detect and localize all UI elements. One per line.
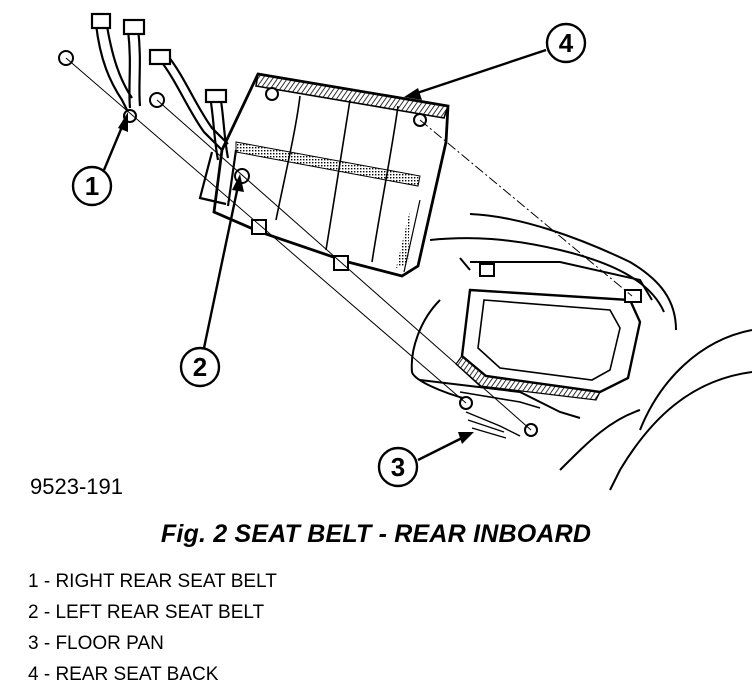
callout-3: 3	[377, 432, 474, 488]
callout-4: 4	[404, 22, 587, 100]
callout-1: 1	[71, 112, 128, 207]
figure-caption: Fig. 2 SEAT BELT - REAR INBOARD	[160, 520, 592, 548]
callout-3-label: 3	[391, 452, 405, 482]
legend-item-3: 3 - FLOOR PAN	[28, 633, 164, 654]
vehicle-body	[410, 213, 752, 491]
legend-item-4: 4 - REAR SEAT BACK	[28, 664, 219, 685]
callout-2-label: 2	[193, 352, 207, 382]
callout-2: 2	[179, 174, 244, 388]
figure-code: 9523-191	[30, 474, 123, 499]
callout-4-label: 4	[559, 28, 574, 58]
legend-item-2: 2 - LEFT REAR SEAT BELT	[28, 602, 265, 623]
callout-1-label: 1	[85, 171, 99, 201]
legend-item-1: 1 - RIGHT REAR SEAT BELT	[28, 571, 277, 592]
seat-belt-diagram: 1 2 3 4	[58, 12, 752, 491]
legend: 1 - RIGHT REAR SEAT BELT 2 - LEFT REAR S…	[28, 566, 277, 690]
installation-lines	[65, 57, 633, 431]
seat-belts	[90, 12, 238, 207]
rear-seat-back	[212, 72, 450, 278]
floor-pan	[455, 263, 642, 439]
